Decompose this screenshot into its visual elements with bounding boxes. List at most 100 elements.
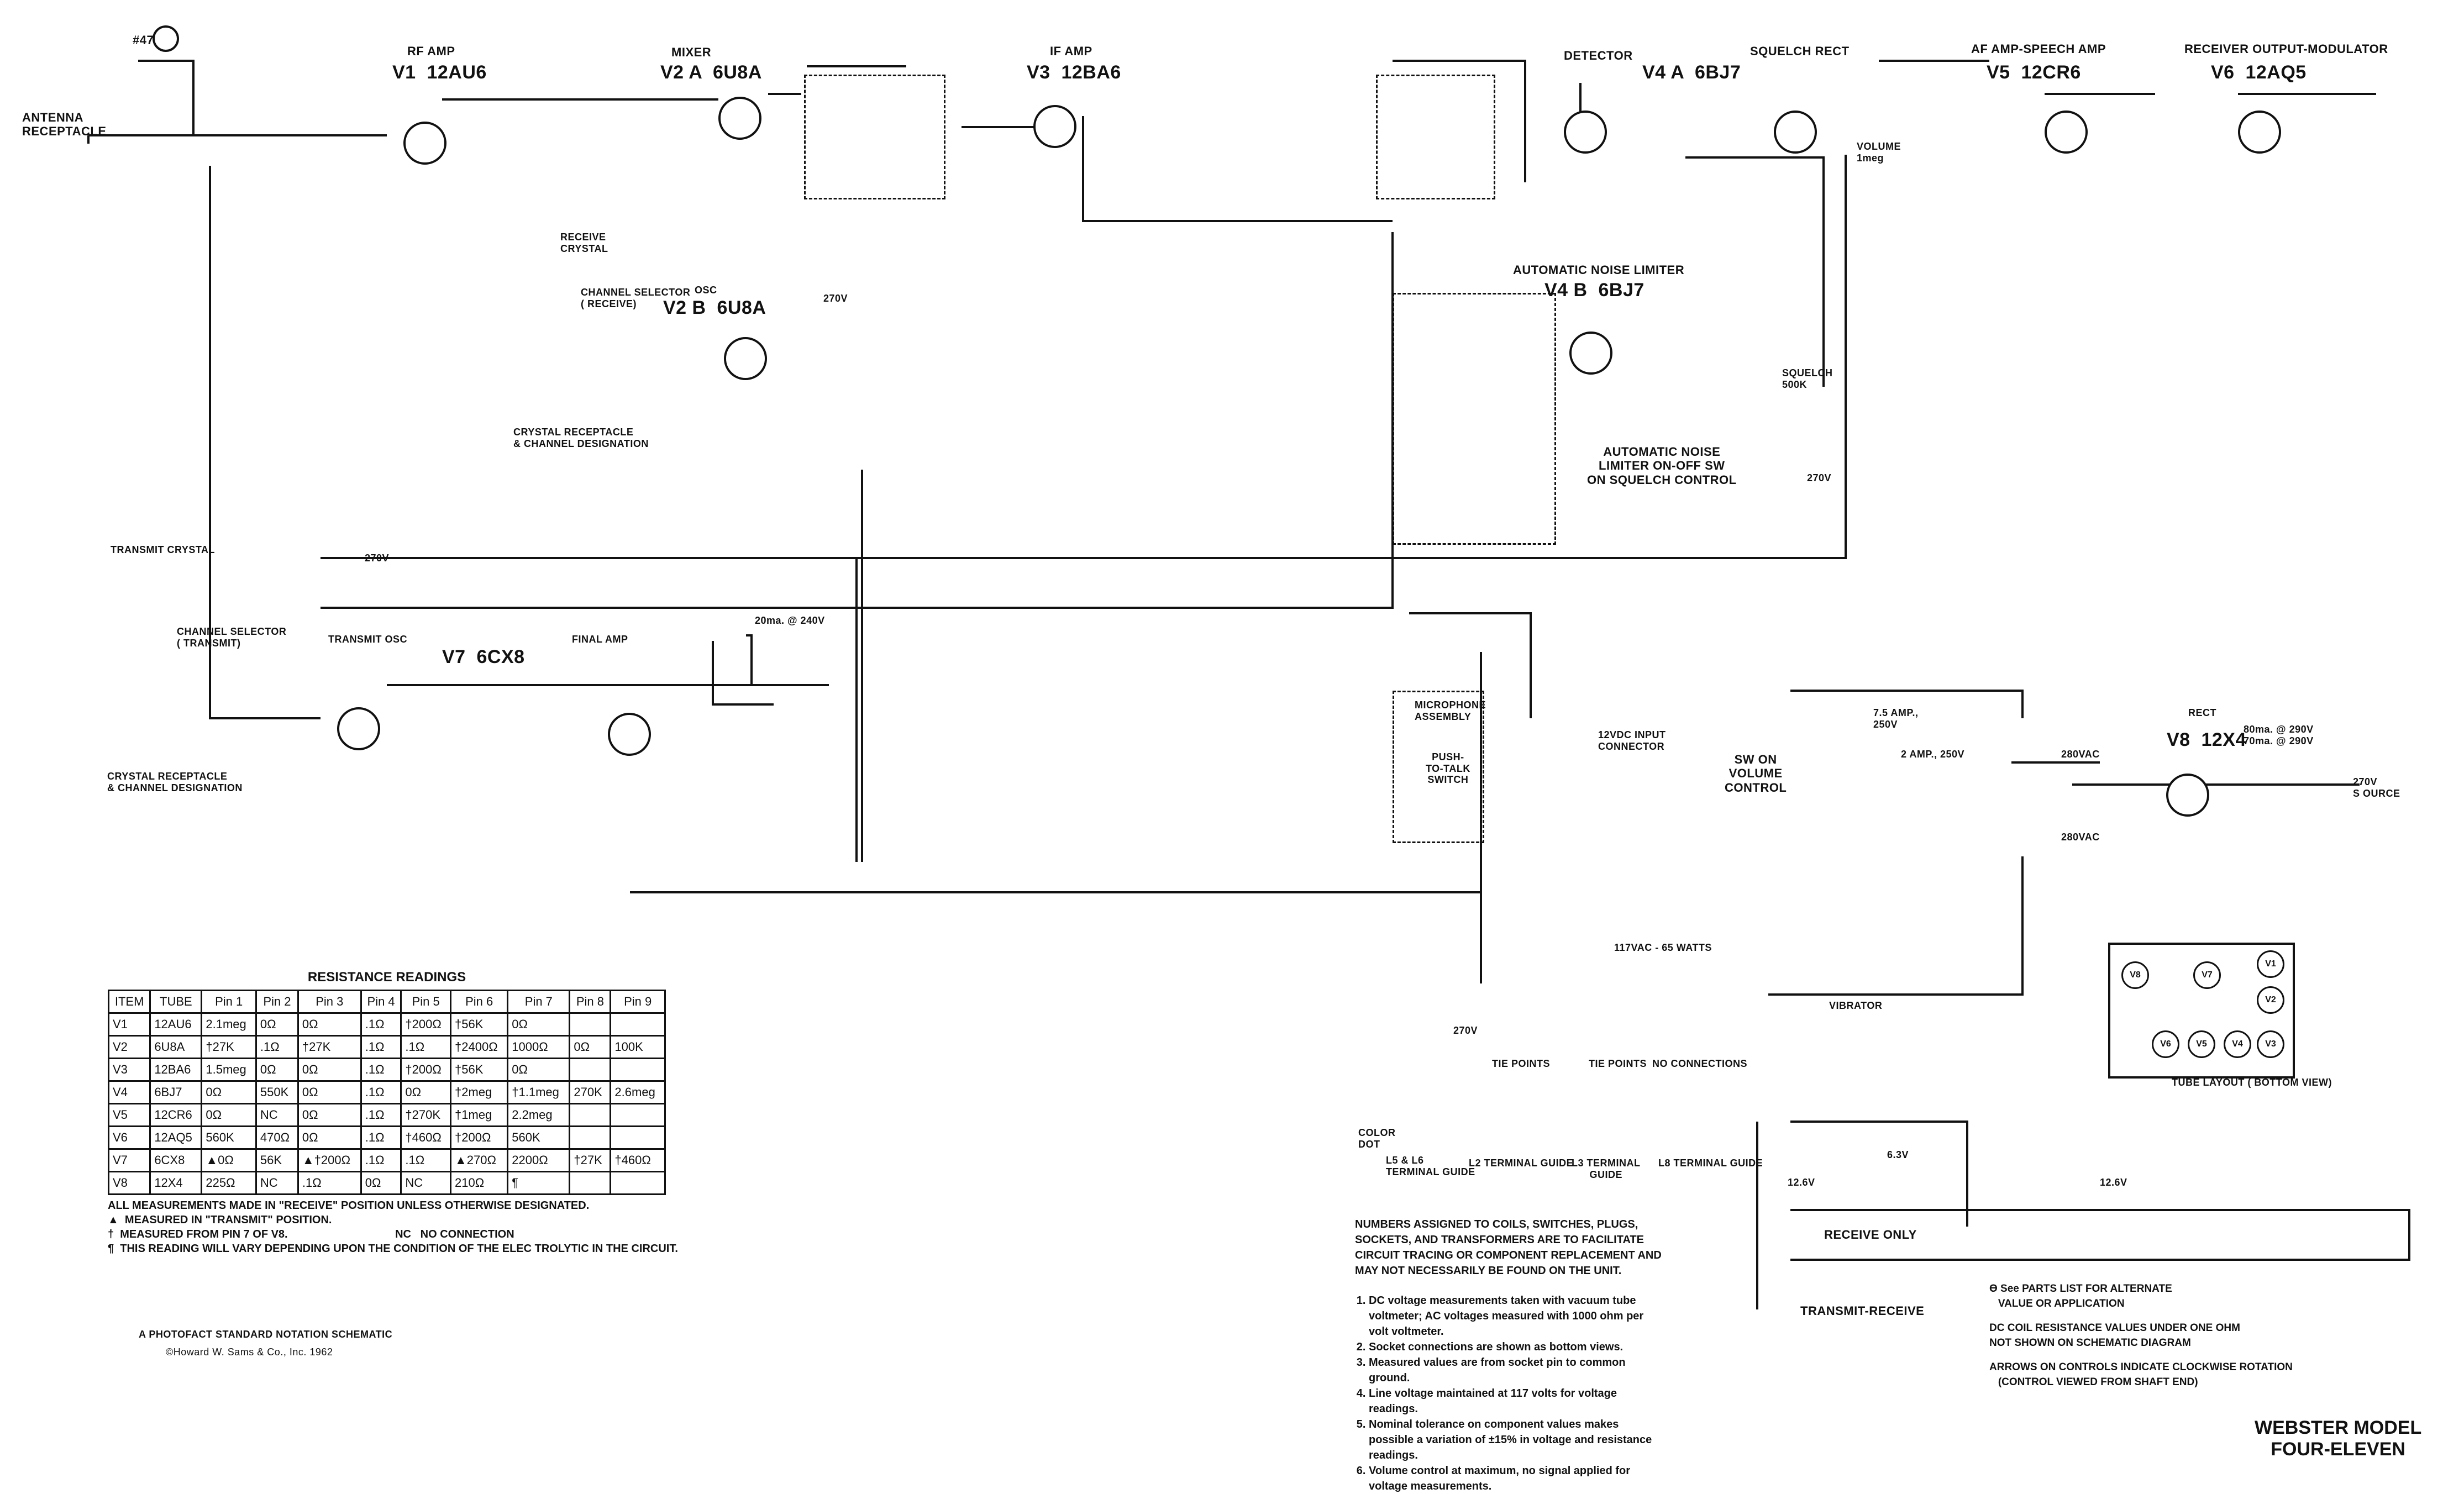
table-cell: †27K bbox=[569, 1148, 612, 1172]
table-cell: †200Ω bbox=[400, 1058, 452, 1082]
microphone-assembly-box bbox=[1393, 691, 1484, 843]
table-cell: †56K bbox=[450, 1058, 509, 1082]
noise-limiter-shield bbox=[1393, 293, 1556, 545]
table-cell: †2400Ω bbox=[450, 1035, 509, 1059]
tube-v8 bbox=[2166, 774, 2209, 817]
ptt-switch-label: PUSH- TO-TALK SWITCH bbox=[1426, 751, 1470, 786]
b-plus-label-3: 270V bbox=[1807, 472, 1832, 483]
table-cell: †56K bbox=[450, 1012, 509, 1037]
anl-switch-label: AUTOMATIC NOISE LIMITER ON-OFF SW ON SQU… bbox=[1587, 445, 1737, 487]
table-cell: 210Ω bbox=[450, 1171, 509, 1195]
credit-line-2: ©Howard W. Sams & Co., Inc. 1962 bbox=[166, 1346, 333, 1358]
column-header: Pin 8 bbox=[569, 990, 612, 1014]
table-cell: .1Ω bbox=[360, 1080, 402, 1104]
transmit-osc-label: TRANSMIT OSC bbox=[328, 634, 407, 645]
table-cell: †2meg bbox=[450, 1080, 509, 1104]
column-header: TUBE bbox=[149, 990, 203, 1014]
fuse1-label: 7.5 AMP., 250V bbox=[1873, 707, 1919, 730]
table-cell: 6U8A bbox=[149, 1035, 203, 1059]
table-cell: 0Ω bbox=[569, 1035, 612, 1059]
b-plus-label-2: 270V bbox=[823, 293, 848, 304]
table-cell: 12CR6 bbox=[149, 1103, 203, 1127]
receive-only-label: RECEIVE ONLY bbox=[1824, 1228, 1917, 1242]
pilot-lamp-label: #47 bbox=[133, 33, 154, 47]
table-cell: .1Ω bbox=[400, 1148, 452, 1172]
table-cell: .1Ω bbox=[360, 1058, 402, 1082]
side-note: DC COIL RESISTANCE VALUES UNDER ONE OHM … bbox=[1989, 1322, 2240, 1349]
table-cell: 0Ω bbox=[360, 1171, 402, 1195]
tube-layout-label: TUBE LAYOUT ( BOTTOM VIEW) bbox=[2172, 1077, 2332, 1088]
table-cell: ▲0Ω bbox=[201, 1148, 257, 1172]
layout-v6: V6 bbox=[2152, 1030, 2179, 1058]
layout-v8: V8 bbox=[2121, 961, 2149, 989]
l2-guide-label: L2 TERMINAL GUIDE bbox=[1469, 1158, 1574, 1169]
heater-12v-label: 12.6V bbox=[1788, 1177, 1815, 1188]
numbered-note: DC voltage measurements taken with vacuu… bbox=[1369, 1293, 1661, 1339]
mixer-label: MIXER bbox=[671, 45, 712, 59]
af-amp-label: AF AMP-SPEECH AMP bbox=[1971, 42, 2106, 56]
table-cell bbox=[610, 1012, 666, 1037]
title-line-2: FOUR-ELEVEN bbox=[2271, 1439, 2405, 1460]
tie-points-label-2: TIE POINTS bbox=[1589, 1058, 1647, 1069]
l8-guide-label: L8 TERMINAL GUIDE bbox=[1658, 1158, 1763, 1169]
table-cell: 0Ω bbox=[297, 1125, 362, 1150]
table-cell: 0Ω bbox=[255, 1012, 299, 1037]
tube-layout: V8 V7 V1 V2 V6 V5 V4 V3 bbox=[2108, 943, 2295, 1079]
final-current-label: 20ma. @ 240V bbox=[755, 615, 825, 626]
layout-v5: V5 bbox=[2188, 1030, 2215, 1058]
resistance-table-title: RESISTANCE READINGS bbox=[307, 970, 466, 985]
table-cell: V6 bbox=[107, 1125, 151, 1150]
color-dot-label: COLOR DOT bbox=[1358, 1127, 1396, 1150]
table-cell: 2.2meg bbox=[507, 1103, 571, 1127]
table-cell: V8 bbox=[107, 1171, 151, 1195]
table-cell: .1Ω bbox=[360, 1012, 402, 1037]
table-cell: .1Ω bbox=[400, 1035, 452, 1059]
table-note: ¶ THIS READING WILL VARY DEPENDING UPON … bbox=[108, 1243, 678, 1255]
table-cell: 0Ω bbox=[297, 1103, 362, 1127]
table-cell: 0Ω bbox=[297, 1080, 362, 1104]
table-cell: 0Ω bbox=[255, 1058, 299, 1082]
side-notes: ϴ See PARTS LIST FOR ALTERNATE VALUE OR … bbox=[1989, 1282, 2293, 1400]
column-header: Pin 4 bbox=[360, 990, 402, 1014]
heater-6v-label: 6.3V bbox=[1887, 1149, 1909, 1160]
hv-ac-label-1: 280VAC bbox=[2061, 749, 2100, 760]
output-label: RECEIVER OUTPUT-MODULATOR bbox=[2184, 42, 2388, 56]
table-cell bbox=[569, 1171, 612, 1195]
table-cell: 1000Ω bbox=[507, 1035, 571, 1059]
title-line-1: WEBSTER MODEL bbox=[2255, 1417, 2422, 1438]
v7-label: V7 6CX8 bbox=[442, 646, 525, 667]
side-note: ϴ See PARTS LIST FOR ALTERNATE VALUE OR … bbox=[1989, 1283, 2172, 1309]
crystal-rx-label: CRYSTAL RECEPTACLE & CHANNEL DESIGNATION bbox=[513, 427, 649, 449]
table-cell: 0Ω bbox=[507, 1058, 571, 1082]
table-cell: †200Ω bbox=[400, 1012, 452, 1037]
table-cell: NC bbox=[400, 1171, 452, 1195]
if-transformer-1-shield bbox=[804, 75, 945, 199]
microphone-label: MICROPHONE ASSEMBLY bbox=[1415, 699, 1486, 722]
table-cell: 6BJ7 bbox=[149, 1080, 203, 1104]
tube-v4b bbox=[1569, 332, 1612, 375]
final-amp-label: FINAL AMP bbox=[572, 634, 628, 645]
v8-label: V8 12X4 bbox=[2167, 729, 2246, 750]
if-transformer-2-shield bbox=[1376, 75, 1495, 199]
table-cell: 270K bbox=[569, 1080, 612, 1104]
table-cell: 12BA6 bbox=[149, 1058, 203, 1082]
table-cell: 0Ω bbox=[201, 1103, 257, 1127]
numbered-note: Measured values are from socket pin to c… bbox=[1369, 1355, 1661, 1386]
tube-v7a bbox=[337, 707, 380, 750]
rect-label: RECT bbox=[2188, 707, 2216, 718]
fuse2-label: 2 AMP., 250V bbox=[1901, 749, 1965, 760]
table-cell: 2.6meg bbox=[610, 1080, 666, 1104]
tube-v4a bbox=[1564, 111, 1607, 154]
table-cell: 100K bbox=[610, 1035, 666, 1059]
transmit-receive-label: TRANSMIT-RECEIVE bbox=[1800, 1304, 1925, 1318]
table-cell: V7 bbox=[107, 1148, 151, 1172]
credit-line-1: A PHOTOFACT STANDARD NOTATION SCHEMATIC bbox=[139, 1329, 393, 1340]
if-amp-label: IF AMP bbox=[1050, 44, 1092, 58]
